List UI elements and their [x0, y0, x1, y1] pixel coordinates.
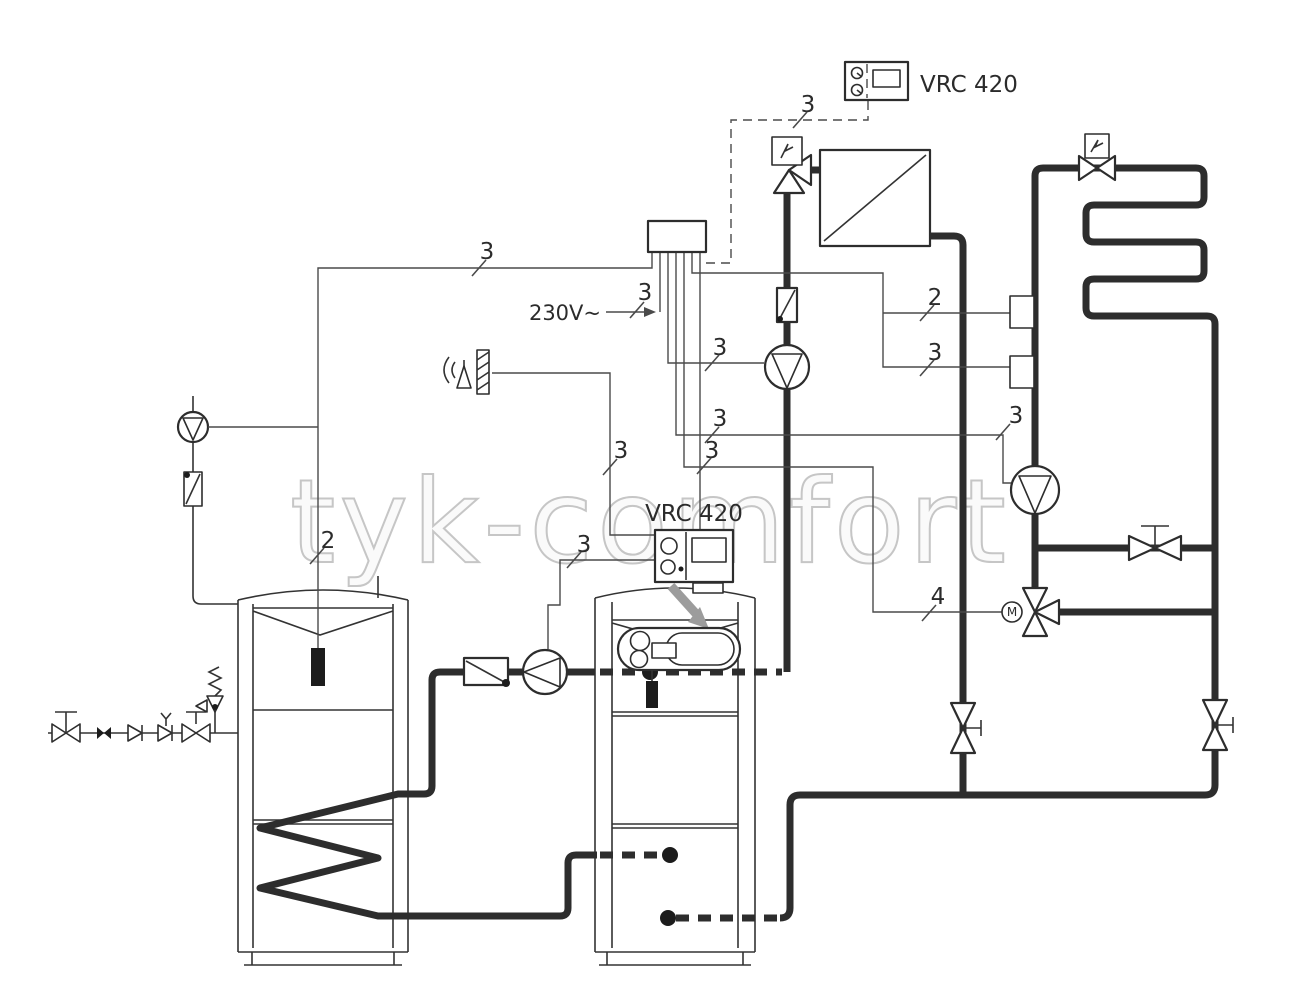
shutoff-valve-hx-return: [949, 701, 982, 755]
boiler-port-return1: [662, 847, 678, 863]
hx-secondary-drop: [930, 232, 967, 795]
wire-label-3-riser-pump: 3: [713, 335, 728, 361]
floor-coil-valve-motorized: [1077, 133, 1117, 182]
wire-label-3-mixer: 3: [705, 438, 720, 464]
valve-actuator-icon: [771, 136, 803, 166]
mixer-motor-icon: [1001, 601, 1023, 623]
pump-boiler-circuit: [763, 343, 811, 391]
wire-label-3-flow-sensor: 3: [928, 340, 943, 366]
tank-charging-line: [256, 668, 597, 920]
remote-controller-label: VRC 420: [920, 72, 1018, 98]
wire-storage-sensor: [317, 252, 653, 648]
cold-water-line: [48, 666, 238, 743]
test-port-icon: [160, 712, 172, 726]
boiler-port-return2: [660, 910, 676, 926]
boiler-sensor: [646, 681, 658, 708]
pipework: [256, 164, 1219, 926]
labels: VRC 420 VRC 420 230V~ 3 3 3 3 2 3 3 3 3 …: [309, 72, 1024, 622]
mixing-valve-motorized: [771, 136, 813, 195]
controller-display: [691, 537, 727, 563]
remote-display: [872, 69, 901, 88]
floor-heating-coil: [779, 164, 1219, 922]
wire-label-3-pump-drop: 3: [1009, 403, 1024, 429]
check-valve-riser: [775, 286, 799, 324]
wire-label-2-storage-sensor: 2: [321, 528, 336, 554]
wire-label-3-left: 3: [480, 239, 495, 265]
wire-label-3-mains: 3: [638, 280, 653, 306]
wire-floor-pump: [675, 252, 1011, 484]
boiler-controller-label: VRC 420: [645, 501, 743, 527]
mains-label: 230V~: [529, 301, 601, 325]
pump-storage-charging: [521, 648, 569, 696]
check-valve-dhw: [183, 471, 203, 507]
flow-sensor-clamp-2: [1009, 295, 1035, 329]
wire-label-4-mixer-motor: 4: [931, 584, 946, 610]
wire-label-3-charging-pump: 3: [577, 532, 592, 558]
check-valve-cw1: [127, 724, 143, 742]
shutoff-valve-floor-return: [1201, 698, 1234, 752]
controller-pointer-arrow: [667, 582, 709, 629]
mixer-motor-label: M: [1007, 605, 1017, 619]
boiler-top-fitting: [692, 582, 724, 594]
control-wiring: [208, 100, 1012, 649]
wire-riser-pump: [667, 252, 764, 364]
wire-remote-bus-dashed: [706, 100, 869, 264]
storage-sensor: [311, 648, 325, 686]
storage-tank: [237, 576, 409, 966]
wire-label-3-remote: 3: [801, 92, 816, 118]
junction-box: [646, 219, 708, 254]
shutoff-valve-cw2: [181, 711, 211, 743]
shutoff-valve-cw1: [51, 711, 81, 743]
mains-arrow-head: [644, 307, 656, 317]
boiler-controller-vrc420: [653, 528, 735, 584]
dhw-circulation-line: [176, 396, 238, 605]
safety-valve: [195, 666, 224, 733]
heat-exchanger: [818, 148, 932, 248]
drain-valve-icon: [97, 727, 111, 739]
pump-floor-circuit: [1009, 464, 1061, 516]
wire-label-2-flow-sensor: 2: [928, 285, 943, 311]
pump-dhw-circulation: [176, 410, 210, 444]
three-way-mixer-valve: M: [1001, 586, 1061, 638]
wire-label-3-floor-pump: 3: [713, 406, 728, 432]
bypass-gate-valve: [1127, 525, 1183, 562]
watermark-text: tyk-comfort: [290, 455, 1010, 590]
outdoor-sensor: [443, 349, 490, 395]
wire-mixer-motor: [683, 252, 1002, 613]
flow-sensor-clamp-3: [1009, 355, 1035, 389]
wire-outdoor-sensor: [492, 372, 655, 536]
boiler-burner-panel: [616, 626, 742, 708]
remote-controller-vrc420: [843, 60, 910, 102]
wire-label-3-outdoor: 3: [614, 438, 629, 464]
wire-charging-pump: [547, 559, 655, 649]
check-valve-cw2: [157, 712, 173, 742]
check-valve-charging: [462, 656, 510, 687]
